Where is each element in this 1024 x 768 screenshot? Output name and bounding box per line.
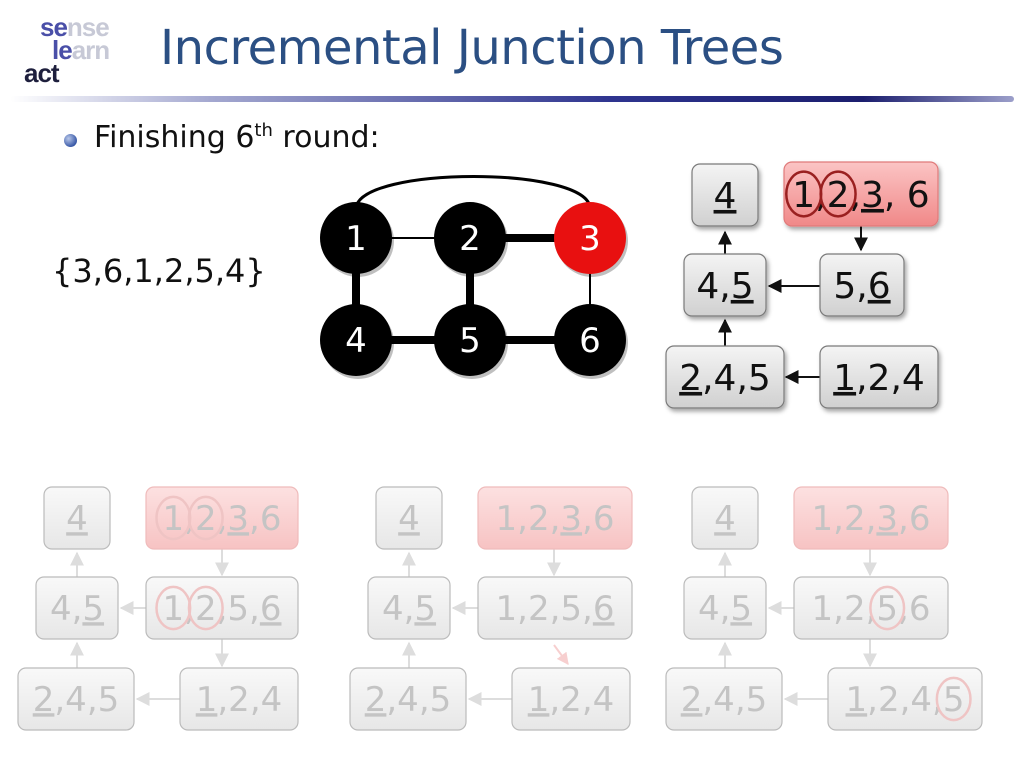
clique-label: 4 [714, 499, 736, 539]
clique-node: 4,5 [367, 576, 451, 640]
clique-node: 1,2,3,6 [477, 486, 633, 550]
clique-label: 1,2,4 [196, 680, 283, 720]
clique-label: 4,5 [698, 589, 752, 629]
graph-node-label: 3 [579, 219, 601, 259]
graph-node-label: 4 [345, 321, 367, 361]
bullet-icon [64, 134, 77, 147]
graph-node-6: 6 [554, 304, 628, 379]
clique-node: 1,2,5,6 [477, 576, 633, 640]
clique-label: 2,4,5 [33, 680, 120, 720]
graph-node-label: 2 [459, 219, 481, 259]
clique-node: 4 [375, 486, 443, 550]
logo-word-learn: learn [52, 35, 110, 65]
graph-edge-1-3 [354, 175, 592, 209]
variable-circle-mark [869, 585, 906, 631]
clique-label: 1,2,5,6 [496, 589, 615, 629]
clique-c4: 4 [691, 163, 759, 227]
clique-node: 1,2,5,6 [793, 576, 949, 640]
logo-word-act: act [24, 58, 60, 88]
variable-circle-mark [187, 585, 224, 631]
clique-label: 5,6 [833, 266, 890, 307]
clique-label: 4,5 [696, 266, 753, 307]
clique-node: 1,2,3,6 [793, 486, 949, 550]
logo-word-sense: sense [40, 12, 110, 42]
elimination-ordering: {3,6,1,2,5,4} [52, 252, 266, 290]
graph-node-label: 5 [459, 321, 481, 361]
graph-node-2: 2 [434, 202, 508, 277]
clique-node: 2,4,5 [349, 667, 467, 731]
clique-label: 1,2,4,5 [846, 680, 965, 720]
title-divider [10, 96, 1014, 102]
graph-node-label: 6 [579, 321, 601, 361]
graph-node-5: 5 [434, 304, 508, 379]
faded-junction-trees: 4 1,2,3,6 4,5 1,2,5,6 2,4,5 1,2,4 4 1,2,3,6 4,5 1… [17, 486, 983, 731]
faded-tree-1: 4 1,2,3,6 4,5 1,2,5,6 2,4,5 1,2,4 [17, 486, 299, 731]
main-junction-tree: 4 1,2,3, 6 4,5 5,6 2,4,5 1,2,4 [665, 161, 939, 409]
main-tree-edges [718, 226, 868, 384]
faded-tree-3: 4 1,2,3,6 4,5 1,2,5,6 2,4,5 1,2,4,5 [665, 486, 983, 731]
clique-label: 4,5 [50, 589, 104, 629]
clique-label: 1,2,3,6 [496, 499, 615, 539]
clique-c45: 4,5 [683, 253, 767, 317]
clique-node: 1,2,4 [511, 667, 631, 731]
clique-label: 1,2,4 [833, 358, 925, 399]
clique-c124: 1,2,4 [819, 345, 939, 409]
clique-label: 2,4,5 [679, 358, 771, 399]
faded-edge-highlight [553, 644, 569, 665]
graph-node-1: 1 [320, 202, 394, 277]
clique-node: 4 [43, 486, 111, 550]
clique-node: 1,2,4 [179, 667, 299, 731]
clique-label: 4,5 [382, 589, 436, 629]
slide-title: Incremental Junction Trees [160, 20, 784, 76]
clique-c245: 2,4,5 [665, 345, 785, 409]
clique-node: 1,2,5,6 [145, 576, 299, 640]
clique-c1236: 1,2,3, 6 [783, 161, 939, 227]
variable-circle-mark [187, 495, 224, 541]
clique-node: 4 [691, 486, 759, 550]
clique-node: 4,5 [35, 576, 119, 640]
clique-label: 4 [66, 499, 88, 539]
graph-node-4: 4 [320, 304, 394, 379]
clique-label: 1,2,3,6 [812, 499, 931, 539]
clique-node: 4,5 [683, 576, 767, 640]
clique-label: 4 [714, 176, 737, 217]
clique-node: 2,4,5 [665, 667, 783, 731]
graph-nodes: 1 2 3 4 5 6 [320, 202, 628, 379]
clique-label: 1,2,4 [528, 680, 615, 720]
clique-label: 2,4,5 [681, 680, 768, 720]
clique-label: 2,4,5 [365, 680, 452, 720]
clique-label: 4 [398, 499, 420, 539]
sense-learn-act-logo: sense learn act [22, 14, 132, 94]
clique-c56: 5,6 [819, 253, 905, 317]
clique-node: 2,4,5 [17, 667, 135, 731]
clique-node: 1,2,4,5 [827, 667, 983, 731]
clique-node: 1,2,3,6 [145, 486, 299, 550]
faded-tree-2: 4 1,2,3,6 4,5 1,2,5,6 2,4,5 1,2,4 [349, 486, 633, 731]
bullet-text: Finishing 6th round: [94, 120, 380, 155]
variable-circle-mark [819, 170, 857, 218]
graph-node-3: 3 [554, 202, 628, 277]
clique-label: 1,2,3, 6 [792, 175, 929, 216]
graph-node-label: 1 [345, 219, 367, 259]
variable-circle-mark [935, 676, 972, 722]
